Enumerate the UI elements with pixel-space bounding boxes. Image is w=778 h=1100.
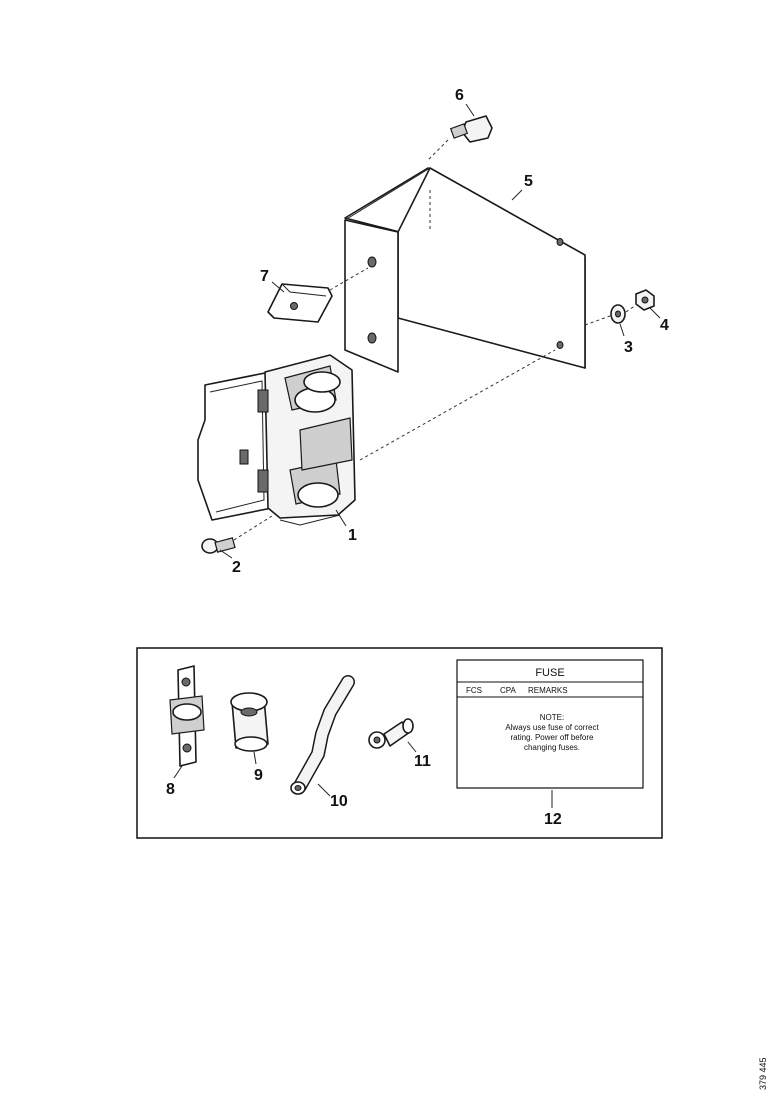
reference-code: 379 445 — [758, 1057, 768, 1090]
svg-text:2: 2 — [232, 559, 241, 576]
svg-text:10: 10 — [330, 793, 348, 810]
svg-text:4: 4 — [660, 317, 669, 334]
nut — [635, 289, 655, 311]
fuse-label-note-line-3: changing fuses. — [524, 743, 580, 752]
callout-7: 7 — [260, 268, 285, 293]
svg-text:7: 7 — [260, 268, 269, 285]
washer — [610, 304, 626, 324]
fuse-label-note-line-1: Always use fuse of correct — [505, 723, 599, 732]
fuse-label-col-1: FCS — [466, 686, 482, 695]
callout-3: 3 — [619, 323, 633, 356]
fuse-label-col-3: REMARKS — [528, 686, 568, 695]
callout-6: 6 — [455, 87, 475, 117]
svg-text:3: 3 — [624, 339, 633, 356]
ring-terminal — [368, 718, 414, 749]
fuse-clip — [169, 665, 205, 767]
flexible-tube — [290, 675, 355, 795]
svg-text:8: 8 — [166, 781, 175, 798]
fuse-label-note-line-2: rating. Power off before — [510, 733, 594, 742]
callout-4: 4 — [649, 307, 669, 334]
callout-1: 1 — [335, 509, 357, 544]
clip-bracket — [267, 267, 369, 323]
callout-8: 8 — [166, 765, 183, 798]
mounting-bracket — [344, 167, 586, 373]
fuse-label-title: FUSE — [535, 667, 564, 679]
fuse-label-col-2: CPA — [500, 686, 517, 695]
svg-text:6: 6 — [455, 87, 464, 104]
bushing — [230, 692, 269, 752]
svg-text:9: 9 — [254, 767, 263, 784]
fuse-label-note-heading: NOTE: — [540, 713, 564, 722]
callout-12: 12 — [544, 790, 562, 828]
callout-11: 11 — [407, 741, 431, 770]
fuse-label: FUSE FCS CPA REMARKS NOTE: Always use fu… — [456, 659, 644, 789]
svg-text:1: 1 — [348, 527, 357, 544]
svg-text:12: 12 — [544, 811, 562, 828]
callout-5: 5 — [511, 173, 533, 201]
callout-2: 2 — [219, 549, 241, 576]
svg-text:5: 5 — [524, 173, 533, 190]
fuse-holder — [197, 354, 356, 526]
callout-10: 10 — [317, 783, 348, 810]
svg-text:11: 11 — [414, 753, 431, 770]
screw — [427, 115, 493, 161]
callout-9: 9 — [253, 751, 263, 784]
small-screw — [201, 515, 273, 554]
